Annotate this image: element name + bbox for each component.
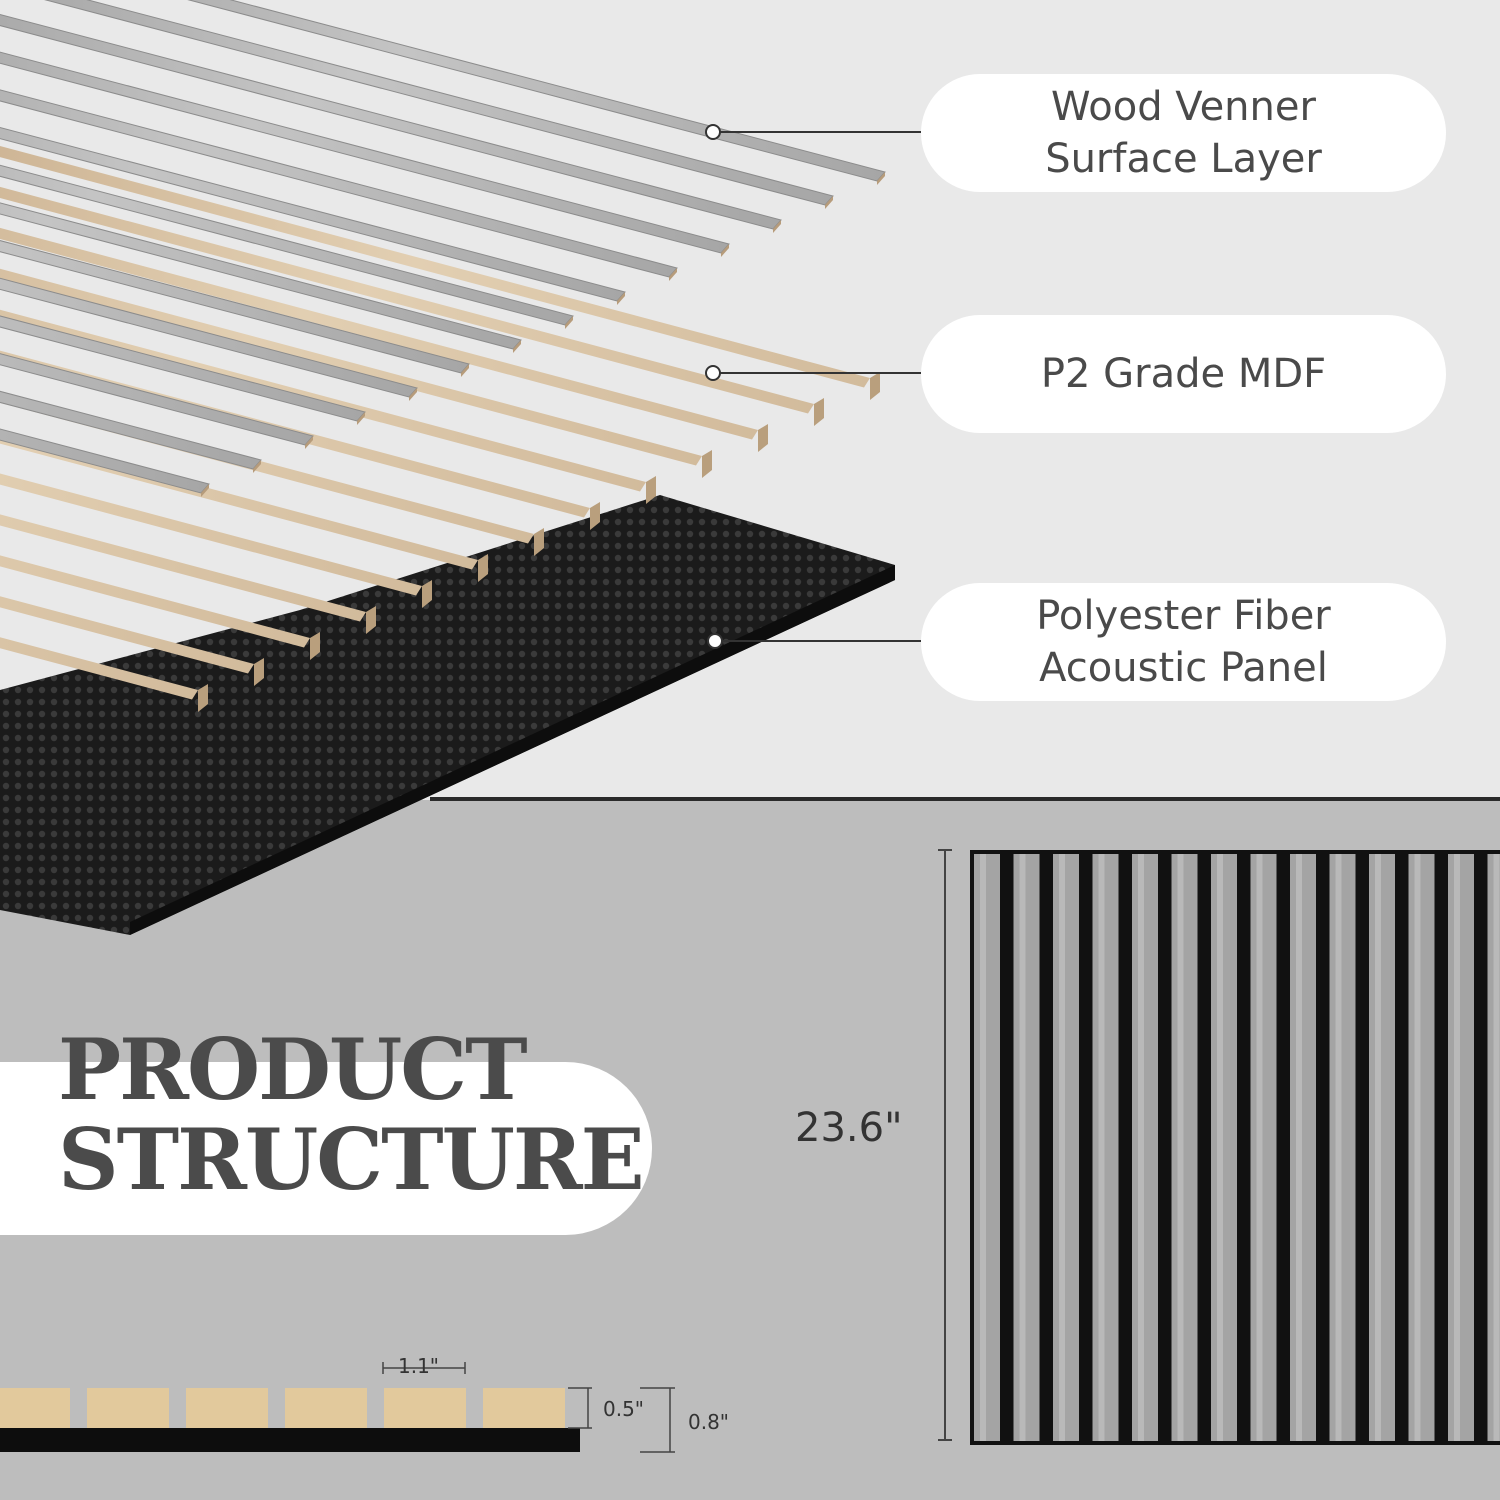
veneer-label-line1: Wood Venner — [1051, 84, 1316, 130]
mdf-slat-end — [702, 450, 712, 478]
mdf-slat-top — [0, 473, 422, 596]
mdf-slat-top — [0, 514, 366, 622]
title-backdrop — [0, 1062, 652, 1235]
mdf-slat-end — [646, 476, 656, 504]
mdf-slat-end — [198, 684, 208, 712]
mdf-slat-end — [758, 424, 768, 452]
mdf-slat-end — [422, 580, 432, 608]
profile-slat — [483, 1388, 565, 1428]
mdf-slat-end — [254, 658, 264, 686]
front-slat — [1053, 854, 1079, 1441]
front-slat-grain — [1454, 854, 1460, 1441]
mdf-slat-end — [870, 372, 880, 400]
height-dimension-label: 23.6" — [795, 1105, 903, 1151]
mdf-slat-top — [0, 186, 814, 414]
mdf-slat-top — [0, 637, 198, 700]
front-slat-grain — [1098, 854, 1105, 1441]
mdf-slat-end — [310, 632, 320, 660]
front-slat-grain — [1019, 854, 1026, 1441]
mdf-slat-top — [0, 268, 702, 466]
front-slat — [1290, 854, 1316, 1441]
slat-width-label: 1.1" — [398, 1354, 440, 1378]
veneer-slat-edge — [565, 316, 573, 329]
front-slat — [1369, 854, 1395, 1441]
veneer-slat-edge — [201, 484, 209, 497]
front-slat-grain — [1256, 854, 1263, 1441]
mdf-slat-top — [0, 555, 310, 648]
front-slat-grain — [1493, 854, 1500, 1441]
veneer-slat-edge — [305, 436, 313, 449]
profile-slat — [186, 1388, 268, 1428]
mdf-slat-top — [0, 227, 758, 440]
veneer-layer — [0, 0, 886, 497]
front-slat-grain — [1296, 854, 1302, 1441]
title-line-1: PRODUCT — [58, 1020, 528, 1119]
front-slat — [1408, 854, 1435, 1441]
veneer-slat-edge — [513, 340, 521, 353]
polyester-label-line2: Acoustic Panel — [1039, 645, 1328, 691]
mdf-slat-end — [478, 554, 488, 582]
veneer-slat-edge — [461, 364, 469, 377]
layer-label-polyester: Polyester Fiber Acoustic Panel — [921, 583, 1446, 701]
front-slat-grain — [1177, 854, 1184, 1441]
veneer-slat-edge — [357, 412, 365, 425]
felt-layer — [0, 495, 895, 935]
mdf-slat-top — [0, 596, 254, 674]
layer-label-veneer: Wood Venner Surface Layer — [921, 74, 1446, 192]
veneer-slat-edge — [773, 220, 781, 233]
front-slat — [1171, 854, 1198, 1441]
profile-cross-section — [0, 1362, 675, 1453]
front-slat — [1132, 854, 1158, 1441]
mdf-slat-end — [366, 606, 376, 634]
veneer-slat-edge — [409, 388, 417, 401]
mdf-slat-end — [814, 398, 824, 426]
veneer-label-line2: Surface Layer — [1045, 136, 1322, 182]
front-slat-grain — [1138, 854, 1144, 1441]
veneer-slat-edge — [825, 196, 833, 209]
veneer-slat-edge — [877, 172, 885, 185]
profile-slat — [87, 1388, 169, 1428]
mdf-slat-end — [534, 528, 544, 556]
front-slat-grain — [1335, 854, 1342, 1441]
veneer-slat-edge — [669, 268, 677, 281]
leader-lines — [705, 124, 921, 649]
mdf-slat-end — [590, 502, 600, 530]
height-dimension-rule — [938, 849, 952, 1441]
veneer-slat-edge — [721, 244, 729, 257]
profile-slat — [384, 1388, 466, 1428]
polyester-label-line1: Polyester Fiber — [1036, 593, 1331, 639]
total-thickness-label: 0.8" — [688, 1410, 730, 1434]
front-slat — [974, 854, 1000, 1441]
front-slat — [1092, 854, 1119, 1441]
section-divider — [430, 797, 1500, 801]
front-slat-grain — [1059, 854, 1065, 1441]
layer-label-mdf: P2 Grade MDF — [921, 315, 1446, 433]
veneer-slat — [44, 0, 834, 206]
front-slat — [1448, 854, 1474, 1441]
slat-thickness-label: 0.5" — [603, 1397, 645, 1421]
front-slat — [1013, 854, 1040, 1441]
front-slat-grain — [1414, 854, 1421, 1441]
front-slat-grain — [1217, 854, 1223, 1441]
mdf-slat-top — [0, 146, 870, 388]
veneer-slat-edge — [253, 460, 261, 473]
front-slat — [1329, 854, 1356, 1441]
profile-slat — [285, 1388, 367, 1428]
title-line-2: STRUCTURE — [58, 1110, 645, 1209]
exploded-layers-illustration — [0, 0, 921, 935]
front-slat-grain — [1375, 854, 1381, 1441]
veneer-slat-edge — [617, 292, 625, 305]
front-slat — [1250, 854, 1277, 1441]
front-slat — [1211, 854, 1237, 1441]
panel-front-view — [970, 850, 1500, 1445]
profile-slat — [0, 1388, 70, 1428]
front-slat-grain — [980, 854, 986, 1441]
mdf-label-line1: P2 Grade MDF — [1040, 351, 1327, 397]
